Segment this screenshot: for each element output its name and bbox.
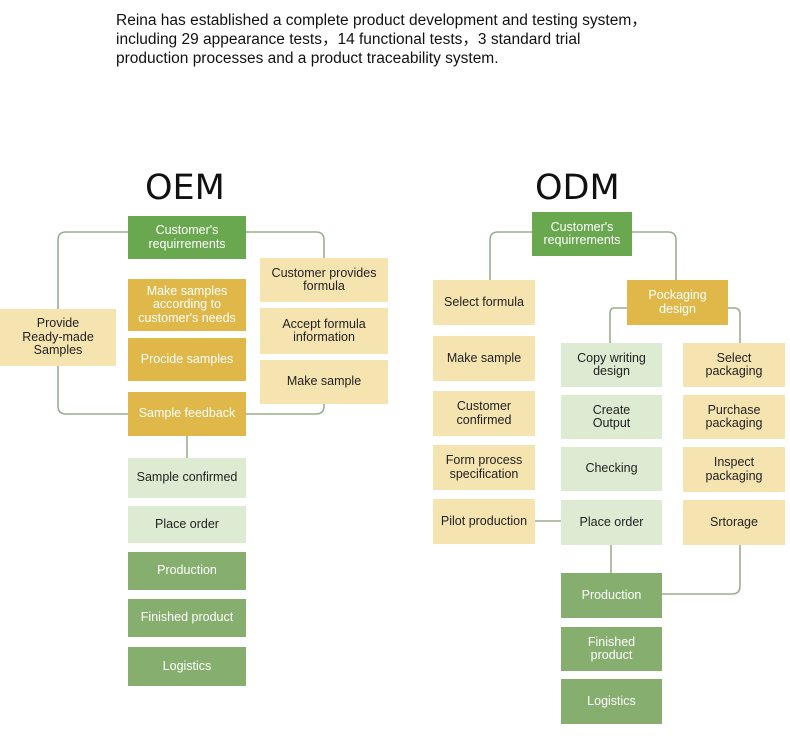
odm-purchase-packaging-box: Purchase packaging <box>683 395 785 439</box>
oem-sample-feedback-box: Sample feedback <box>128 392 246 436</box>
odm-copy-writing-box: Copy writing design <box>561 343 662 387</box>
oem-customer-provides-formula-box: Customer provides formula <box>260 258 388 302</box>
odm-logistics-box: Logistics <box>561 679 662 724</box>
oem-provide-samples-box: Procide samples <box>128 338 246 381</box>
oem-finished-product-box: Finished product <box>128 599 246 637</box>
odm-customer-requirements-box: Customer's requirrements <box>532 212 632 256</box>
odm-finished-product-box: Finished product <box>561 627 662 671</box>
intro-text: Reina has established a complete product… <box>116 12 647 67</box>
oem-make-sample-box: Make sample <box>260 360 388 404</box>
odm-make-sample-box: Make sample <box>433 336 535 381</box>
odm-packaging-design-box: Pockaging design <box>627 280 728 325</box>
odm-checking-box: Checking <box>561 447 662 491</box>
oem-provide-readymade-box: Provide Ready-made Samples <box>0 309 116 366</box>
oem-logistics-box: Logistics <box>128 647 246 686</box>
odm-production-box: Production <box>561 573 662 618</box>
oem-customer-requirements-box: Customer's requirrements <box>128 216 246 259</box>
oem-sample-confirmed-box: Sample confirmed <box>128 458 246 498</box>
odm-place-order-box: Place order <box>561 500 662 545</box>
oem-title: OEM <box>145 168 225 208</box>
oem-make-samples-box: Make samples according to customer's nee… <box>128 279 246 331</box>
odm-form-process-box: Form process specification <box>433 445 535 490</box>
odm-select-packaging-box: Select packaging <box>683 343 785 387</box>
odm-inspect-packaging-box: Inspect packaging <box>683 447 785 492</box>
odm-title: ODM <box>535 168 620 208</box>
odm-select-formula-box: Select formula <box>433 280 535 325</box>
odm-create-output-box: Create Output <box>561 395 662 439</box>
odm-customer-confirmed-box: Customer confirmed <box>433 391 535 436</box>
odm-storage-box: Srtorage <box>683 500 785 545</box>
oem-place-order-box: Place order <box>128 506 246 543</box>
odm-pilot-production-box: Pilot production <box>433 499 535 544</box>
oem-production-box: Production <box>128 552 246 590</box>
oem-accept-formula-box: Accept formula information <box>260 308 388 354</box>
